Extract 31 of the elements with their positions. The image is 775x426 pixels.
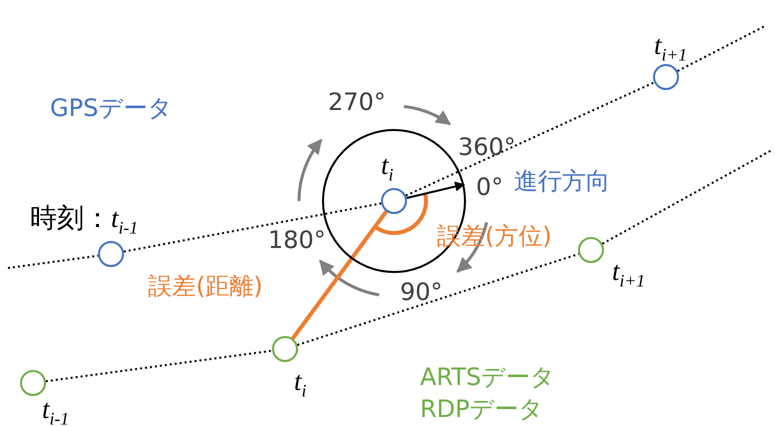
trajectory-line: [297, 253, 579, 346]
angle-label: 90°: [400, 280, 443, 304]
trajectory-line: [46, 350, 272, 382]
time-label: t$_{i+1}$: [654, 32, 687, 64]
trajectory-line: [677, 25, 766, 72]
trajectory-line: [405, 81, 655, 197]
angle-label: 0°: [476, 175, 504, 199]
angle-label: 360°: [458, 135, 516, 159]
angle-label: 270°: [328, 90, 386, 114]
time-label: t$_{i}$: [381, 152, 394, 184]
angle-label: 180°: [268, 228, 326, 252]
text-label: RDPデータ: [420, 397, 544, 421]
heading-arrow: [406, 182, 466, 199]
edge-label: 誤差(距離): [148, 274, 263, 298]
trajectory-line: [602, 149, 772, 245]
data-point: [20, 370, 46, 396]
time-label: t$_{i-1}$: [42, 396, 69, 426]
data-point: [578, 237, 604, 263]
text-label: GPSデータ: [50, 96, 172, 120]
trajectory-line: [124, 202, 382, 253]
text-label: ARTSデータ: [420, 365, 556, 389]
data-point: [272, 336, 298, 362]
data-point: [653, 64, 679, 90]
time-label: t$_{i}$: [294, 368, 306, 400]
error-line: [291, 210, 388, 340]
data-point: [98, 241, 124, 267]
trajectory-line: [8, 254, 98, 269]
time-label: 時刻：t$_{i-1}$: [30, 205, 138, 237]
time-label: t$_{i+1}$: [612, 258, 645, 290]
data-point: [381, 188, 407, 214]
text-label: 進行方向: [514, 169, 610, 193]
